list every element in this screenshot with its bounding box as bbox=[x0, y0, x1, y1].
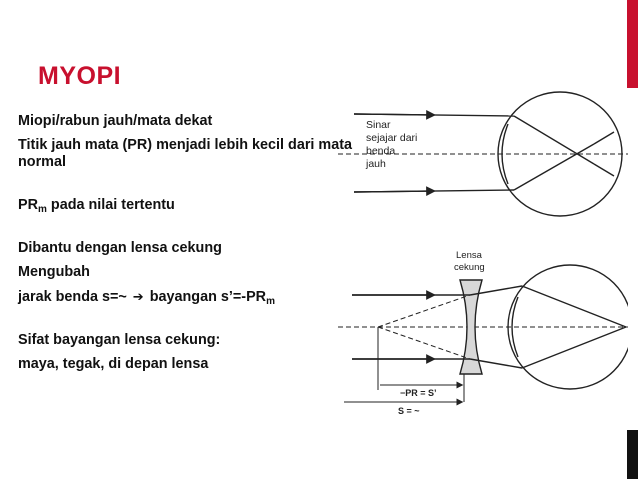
line-definition: Miopi/rabun jauh/mata dekat bbox=[18, 113, 213, 129]
dimension-labels: −PR = S’ S = ~ bbox=[398, 388, 437, 416]
svg-text:S = ~: S = ~ bbox=[398, 406, 420, 416]
ray-top-upper-cont bbox=[593, 163, 615, 177]
svg-text:jauh: jauh bbox=[365, 158, 386, 170]
line-conversion: jarak benda s=~ ➔ bayangan s’=-PRm bbox=[18, 289, 275, 307]
line-aid: Dibantu dengan lensa cekung bbox=[18, 240, 222, 256]
eye-cornea-bottom bbox=[511, 296, 519, 358]
concave-lens bbox=[459, 279, 483, 375]
ray-top-lower-cont bbox=[593, 131, 615, 145]
svg-text:benda: benda bbox=[366, 145, 395, 157]
slide-body: Miopi/rabun jauh/mata dekat Titik jauh m… bbox=[18, 113, 358, 373]
virtual-ray-upper bbox=[377, 294, 471, 328]
lens-label: Lensa cekung bbox=[454, 250, 485, 273]
svg-text:sejajar dari: sejajar dari bbox=[366, 132, 417, 144]
top-label: Sinar sejajar dari benda jauh bbox=[365, 119, 417, 170]
dark-bar bbox=[627, 430, 638, 479]
line-far-point: Titik jauh mata (PR) menjadi lebih kecil… bbox=[18, 137, 353, 170]
arrow-right-icon: ➔ bbox=[132, 289, 144, 304]
slide-title: MYOPI bbox=[38, 62, 122, 90]
svg-text:cekung: cekung bbox=[454, 262, 485, 273]
myopia-diagram: Sinar sejajar dari benda jauh Lensa ceku… bbox=[338, 91, 628, 416]
ray-bottom-lower-out bbox=[469, 358, 523, 369]
svg-text:−PR = S’: −PR = S’ bbox=[400, 388, 437, 398]
svg-text:Lensa: Lensa bbox=[456, 250, 483, 261]
ray-top-lower-arrow bbox=[353, 186, 436, 196]
line-change: Mengubah bbox=[18, 264, 90, 280]
accent-bar bbox=[627, 0, 638, 88]
ray-bottom-upper-eye bbox=[521, 285, 627, 328]
ray-top-upper-arrow bbox=[353, 110, 436, 120]
ray-bottom-upper-out bbox=[469, 285, 523, 296]
line-image-properties: Sifat bayangan lensa cekung: bbox=[18, 332, 221, 348]
ray-bottom-lower-eye bbox=[521, 326, 627, 369]
corrected-eye-diagram bbox=[338, 264, 628, 406]
ray-top-lower-inside bbox=[513, 143, 595, 191]
myopic-eye-diagram bbox=[338, 91, 628, 217]
virtual-ray-lower bbox=[377, 326, 471, 360]
line-image-description: maya, tegak, di depan lensa bbox=[18, 356, 209, 372]
svg-text:Sinar: Sinar bbox=[366, 119, 391, 131]
ray-top-upper-inside bbox=[513, 115, 595, 165]
line-prm: PRm pada nilai tertentu bbox=[18, 197, 175, 215]
